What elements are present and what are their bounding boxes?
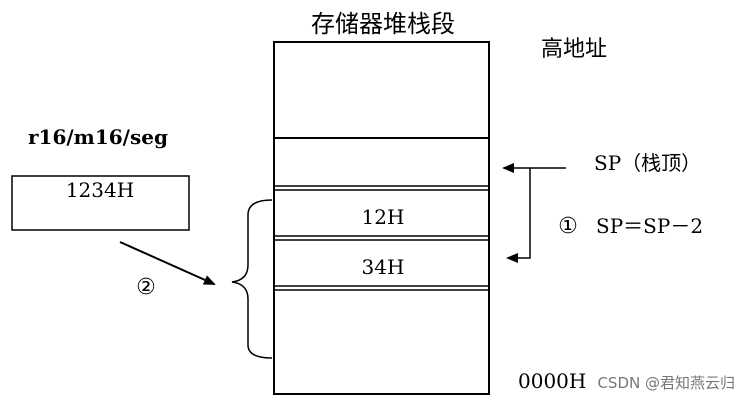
watermark: CSDN @君知燕云归 (597, 374, 735, 392)
sp-top-label: SP（栈顶） (594, 151, 701, 175)
step2-marker: ② (136, 275, 156, 300)
step1-marker: ① (558, 214, 578, 239)
stack-segment-title: 存储器堆栈段 (311, 10, 455, 38)
pushed-bytes-brace (231, 199, 273, 359)
source-value-box (11, 175, 190, 231)
source-operand-label: r16/m16/seg (28, 125, 168, 149)
step2-arrow (119, 241, 216, 285)
source-value: 1234H (66, 178, 134, 202)
sp-decrement-arrow (506, 168, 531, 263)
step1-text: SP＝SP－2 (596, 214, 703, 238)
stack-cell-low-byte: 34H (362, 255, 405, 279)
low-address-label: 0000H (518, 369, 586, 393)
stack-cell-high-byte: 12H (362, 205, 405, 229)
high-address-label: 高地址 (541, 37, 607, 62)
stack-segment-box (273, 41, 490, 395)
